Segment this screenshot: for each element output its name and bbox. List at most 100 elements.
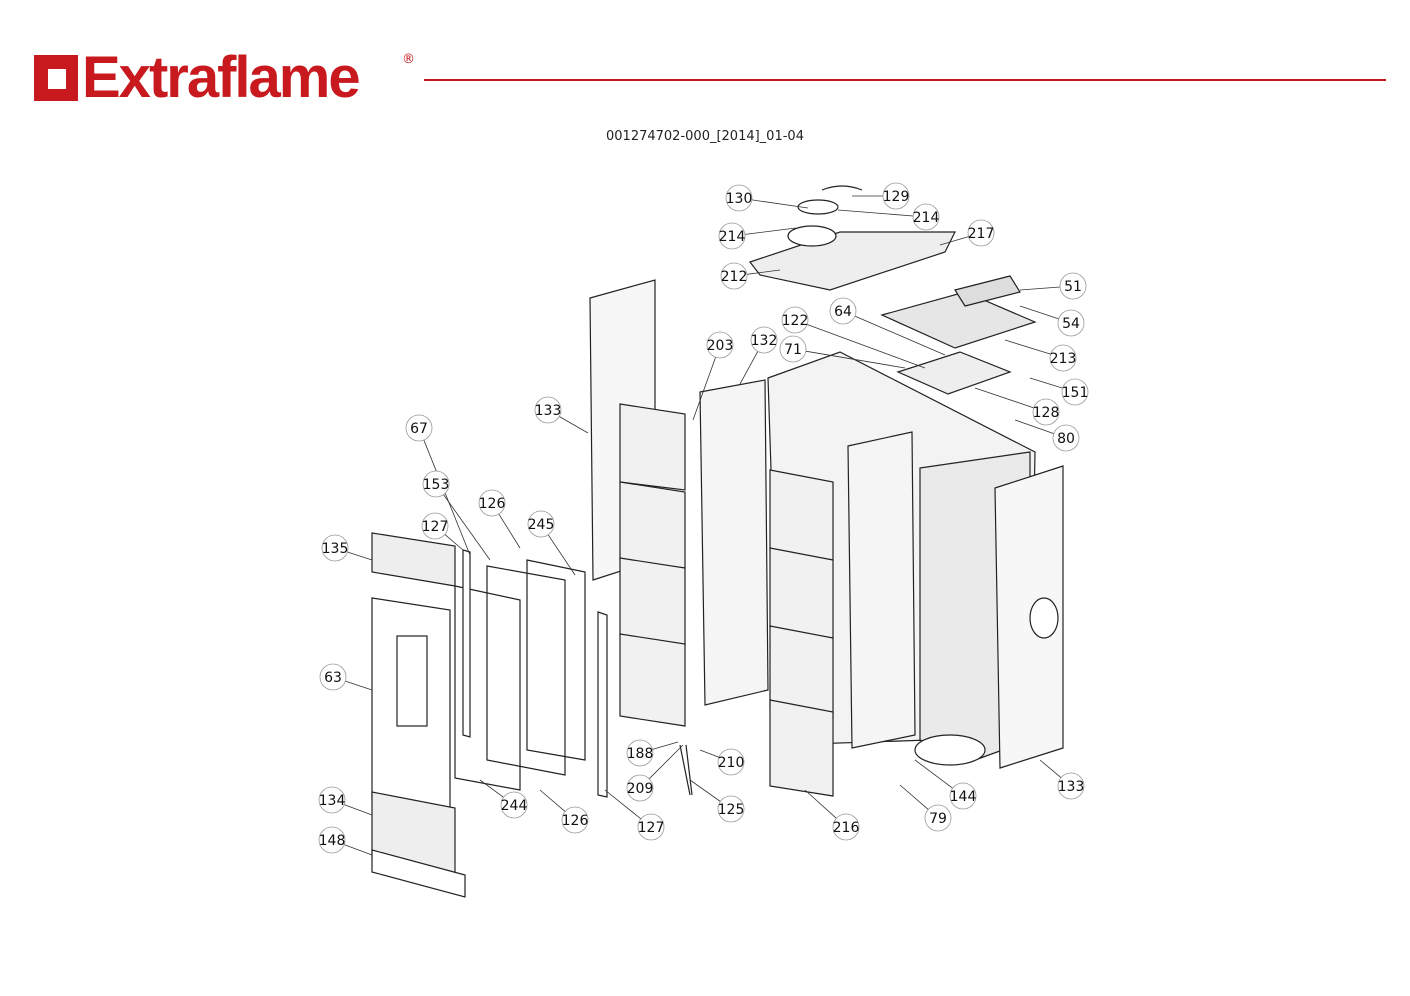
callout-circle	[781, 306, 809, 334]
callout-label: 212	[721, 269, 748, 285]
leader-line	[498, 513, 521, 549]
callout-79: 79	[899, 784, 952, 832]
callout-label: 122	[782, 313, 809, 329]
callout-label: 148	[319, 833, 346, 849]
leader-line	[547, 534, 576, 576]
strip-part	[597, 611, 608, 798]
callout-circle	[1049, 344, 1077, 372]
callout-label: 71	[784, 342, 802, 358]
callout-circle	[779, 335, 807, 363]
leader-line	[559, 416, 589, 434]
callout-circle	[720, 262, 748, 290]
callout-label: 245	[528, 517, 555, 533]
tile-part	[769, 699, 834, 797]
leader-line	[899, 784, 929, 810]
callout-label: 214	[913, 210, 940, 226]
callout-label: 80	[1057, 431, 1075, 447]
callout-circle	[1059, 272, 1087, 300]
leader-line	[345, 680, 373, 691]
callout-210: 210	[699, 748, 745, 776]
leader-line	[1014, 419, 1054, 435]
callout-circle	[924, 804, 952, 832]
leader-line	[539, 789, 566, 812]
callout-63: 63	[319, 663, 373, 691]
callout-circle	[832, 813, 860, 841]
callout-133: 133	[1039, 759, 1085, 800]
callout-label: 209	[627, 781, 654, 797]
leader-line	[939, 236, 969, 246]
parts-drawing	[371, 185, 1064, 898]
side-panel-hole	[1029, 597, 1059, 639]
leader-line	[1029, 377, 1063, 389]
callout-circle	[318, 826, 346, 854]
callout-129: 129	[852, 182, 910, 210]
callout-130: 130	[725, 184, 809, 212]
callout-151: 151	[1029, 377, 1089, 406]
callout-122: 122	[781, 306, 926, 369]
door-frame-inner-part	[526, 559, 586, 761]
callout-label: 127	[638, 820, 665, 836]
leader-line	[1004, 339, 1051, 355]
callout-label: 63	[324, 670, 342, 686]
callout-circle	[1057, 772, 1085, 800]
door-window	[396, 635, 428, 727]
side-panel-right-part	[994, 465, 1064, 769]
strip-part	[462, 549, 471, 738]
callout-135: 135	[321, 534, 373, 562]
callout-214: 214	[718, 222, 797, 250]
callout-circle	[949, 782, 977, 810]
callout-label: 134	[319, 793, 346, 809]
leader-line	[347, 551, 373, 561]
callout-circle	[626, 774, 654, 802]
flue-ring-part	[797, 199, 839, 215]
callout-80: 80	[1014, 419, 1080, 452]
leader-line	[739, 351, 759, 385]
door-glass-part	[371, 597, 451, 813]
registered-mark: ®	[402, 52, 415, 67]
tile-part	[619, 633, 686, 727]
callout-circle	[318, 786, 346, 814]
callout-125: 125	[689, 779, 745, 823]
callout-label: 135	[322, 541, 349, 557]
callout-circle	[725, 184, 753, 212]
callout-label: 213	[1050, 351, 1077, 367]
callout-circle	[1057, 309, 1085, 337]
callout-217: 217	[939, 219, 995, 247]
callout-circle	[422, 470, 450, 498]
callout-circle	[882, 182, 910, 210]
callout-label: 129	[883, 189, 910, 205]
tile-part	[619, 481, 686, 569]
callout-245: 245	[527, 510, 576, 576]
callout-144: 144	[914, 759, 977, 810]
leader-line	[974, 387, 1034, 409]
callout-203: 203	[692, 331, 734, 421]
leader-line	[444, 534, 464, 551]
callout-circle	[500, 791, 528, 819]
callout-127: 127	[421, 512, 464, 551]
callout-circle	[750, 326, 778, 354]
callout-label: 132	[751, 333, 778, 349]
callout-label: 126	[479, 496, 506, 512]
callout-134: 134	[318, 786, 373, 816]
tile-part	[619, 557, 686, 646]
callout-circle	[637, 813, 665, 841]
callout-circle	[717, 795, 745, 823]
callout-label: 127	[422, 519, 449, 535]
leader-line	[1019, 286, 1061, 291]
callout-127: 127	[604, 789, 665, 841]
callout-label: 133	[1058, 779, 1085, 795]
callout-126: 126	[478, 489, 521, 549]
header-divider	[424, 79, 1386, 81]
callout-209: 209	[626, 744, 684, 802]
callout-circle	[321, 534, 349, 562]
clamp-part	[821, 185, 863, 191]
leader-line	[914, 759, 953, 789]
leader-line	[652, 741, 679, 750]
callout-circle	[534, 396, 562, 424]
callout-188: 188	[626, 739, 679, 767]
callout-67: 67	[405, 414, 471, 556]
callout-label: 153	[423, 477, 450, 493]
frame-part	[699, 379, 769, 706]
leader-line	[689, 779, 721, 802]
